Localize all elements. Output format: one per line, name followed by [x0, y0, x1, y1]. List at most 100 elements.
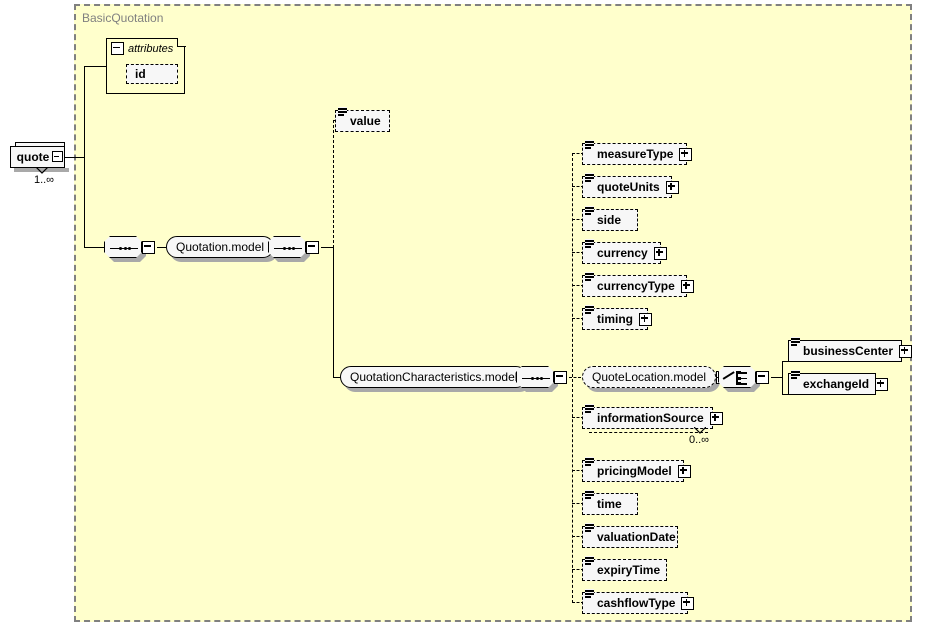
connector-optional [572, 503, 584, 504]
element-side[interactable]: side [582, 206, 641, 234]
connector-optional [572, 219, 584, 220]
expand-plus-icon[interactable] [875, 377, 889, 391]
sequence-octagon [268, 236, 306, 258]
element-quote[interactable]: quote [10, 142, 69, 172]
element-expirytime[interactable]: expiryTime [582, 556, 670, 584]
node-shadow [14, 168, 69, 172]
connector [157, 247, 166, 248]
sequence-icon [110, 246, 138, 250]
compositor-choice-1[interactable] [718, 366, 773, 392]
element-type-icon [585, 556, 594, 567]
element-type-icon [338, 107, 347, 118]
element-label: quoteUnits [597, 180, 660, 194]
element-pricingmodel[interactable]: pricingModel [582, 457, 691, 485]
modelref-outline: Quotation.model [166, 236, 275, 258]
element-label: time [597, 497, 622, 511]
attribute-label: id [135, 67, 146, 81]
connector [782, 361, 790, 362]
sequence-octagon [104, 236, 142, 258]
element-label: quote [16, 150, 50, 164]
modelref-label: QuotationCharacteristics.model [350, 370, 518, 384]
connector-optional [572, 153, 573, 603]
compositor-sequence-1[interactable] [104, 236, 159, 262]
element-label: currencyType [597, 279, 675, 293]
connector [321, 247, 333, 248]
expand-plus-icon[interactable] [679, 147, 693, 161]
connector [333, 247, 334, 377]
element-label: side [597, 213, 622, 227]
modelref-shape: QuotationCharacteristics.model [340, 366, 532, 392]
element-quoteunits[interactable]: quoteUnits [582, 173, 679, 201]
sequence-node-shape [268, 236, 310, 262]
element-type-icon [585, 206, 594, 217]
modelref-shape: Quotation.model [166, 236, 279, 262]
element-label: exchangeId [803, 377, 870, 391]
element-type-icon [585, 523, 594, 534]
element-valuationdate[interactable]: valuationDate [582, 523, 681, 551]
connector-optional [572, 417, 584, 418]
element-timing[interactable]: timing [582, 305, 652, 333]
collapse-minus-icon[interactable] [111, 42, 124, 55]
element-type-icon [585, 272, 594, 283]
element-label: pricingModel [597, 464, 672, 478]
element-label: valuationDate [597, 530, 676, 544]
expand-plus-icon[interactable] [899, 344, 913, 358]
collapse-minus-icon[interactable] [756, 370, 769, 384]
element-informationsource[interactable]: informationSource [582, 404, 723, 433]
modelref-quotation-characteristics-model[interactable]: QuotationCharacteristics.model [340, 366, 544, 392]
collapse-minus-icon[interactable] [554, 370, 567, 384]
modelref-label: Quotation.model [176, 240, 265, 254]
element-time[interactable]: time [582, 490, 641, 518]
element-label: measureType [597, 147, 674, 161]
collapse-minus-icon[interactable] [142, 240, 155, 254]
connector [84, 247, 104, 248]
modelref-quotation-model[interactable]: Quotation.model [166, 236, 291, 262]
connector-optional [572, 285, 584, 286]
element-label: businessCenter [803, 344, 894, 358]
connector-optional [572, 569, 584, 570]
expand-plus-icon[interactable] [681, 596, 695, 610]
expand-plus-icon[interactable] [709, 411, 723, 425]
element-currencytype[interactable]: currencyType [582, 272, 694, 300]
element-currency[interactable]: currency [582, 239, 667, 267]
compositor-sequence-2[interactable] [268, 236, 323, 262]
occurrence-label-quote: 1..∞ [33, 174, 55, 186]
sequence-octagon [516, 366, 554, 388]
expand-plus-icon[interactable] [665, 180, 679, 194]
collapse-minus-icon[interactable] [52, 151, 63, 162]
model-group-label: BasicQuotation [82, 11, 164, 25]
expand-plus-icon[interactable] [639, 312, 652, 326]
choice-node-shape [718, 366, 760, 392]
element-label: cashflowType [597, 596, 676, 610]
choice-octagon [718, 366, 756, 388]
element-type-icon [585, 490, 594, 501]
connector-optional [572, 318, 584, 319]
attribute-id[interactable]: id [126, 64, 181, 87]
compositor-sequence-3[interactable] [516, 366, 571, 392]
collapse-minus-icon[interactable] [306, 240, 319, 254]
sequence-node-shape [516, 366, 558, 392]
element-exchangeid[interactable]: exchangeId [788, 370, 889, 398]
node-shadow [131, 83, 181, 87]
connector-optional [569, 377, 581, 378]
element-value[interactable]: value [335, 107, 393, 135]
connector-optional [572, 470, 584, 471]
element-cashflowtype[interactable]: cashflowType [582, 589, 695, 617]
occurrence-chevron-icon [36, 167, 48, 174]
expand-plus-icon[interactable] [653, 246, 667, 260]
element-measuretype[interactable]: measureType [582, 140, 693, 168]
connector [771, 377, 782, 378]
element-type-icon [791, 370, 800, 381]
connector [782, 361, 783, 394]
modelref-outline: QuoteLocation.model [582, 366, 717, 388]
element-businesscenter[interactable]: businessCenter [788, 337, 913, 365]
element-label: timing [597, 312, 633, 326]
expand-plus-icon[interactable] [677, 464, 691, 478]
element-label: value [350, 114, 381, 128]
repeat-indicator [589, 432, 708, 433]
connector-optional [572, 252, 584, 253]
expand-plus-icon[interactable] [680, 279, 694, 293]
connector [782, 394, 790, 395]
modelref-quote-location-model[interactable]: QuoteLocation.model [582, 366, 733, 392]
sequence-icon [522, 376, 550, 380]
